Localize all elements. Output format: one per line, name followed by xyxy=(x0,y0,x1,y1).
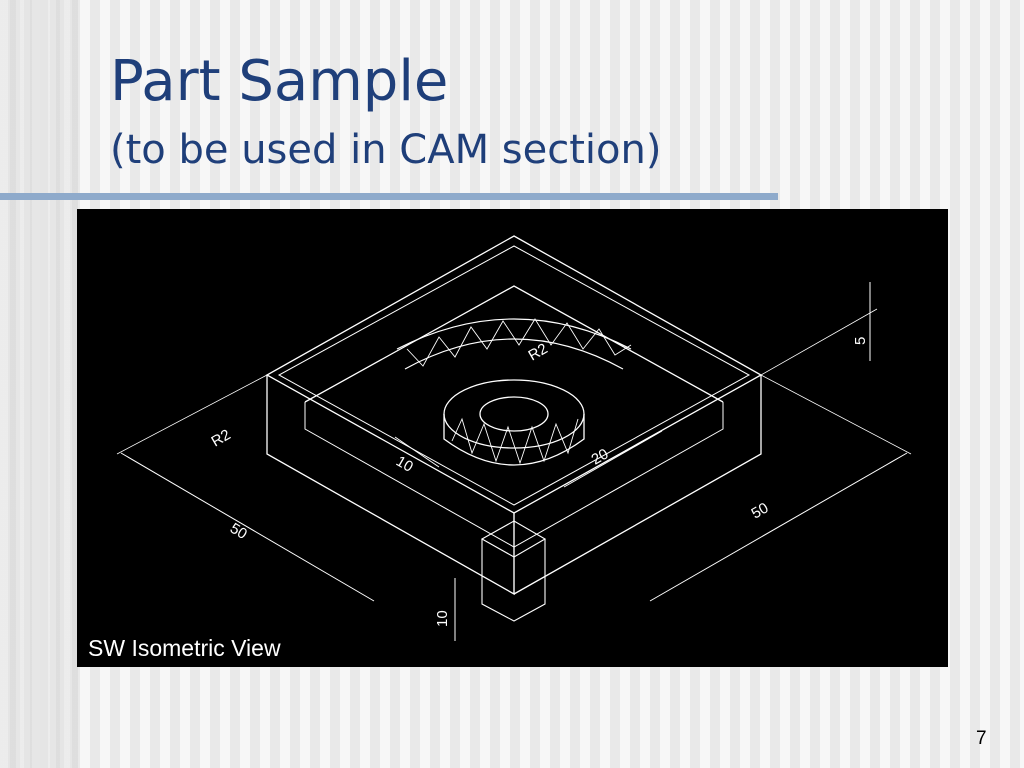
dim-10-height-label: 10 xyxy=(434,610,451,627)
view-caption: SW Isometric View xyxy=(88,635,281,661)
dim-5-depth-label: 5 xyxy=(852,337,869,345)
dim-50-right-label: 50 xyxy=(749,499,772,522)
page-number: 7 xyxy=(976,728,987,749)
boss-side-mesh xyxy=(451,417,579,465)
ext-line-a xyxy=(116,374,268,455)
corner-block-top xyxy=(480,520,547,558)
pocket-arc-mesh xyxy=(406,318,632,367)
corner-block xyxy=(481,513,546,622)
dim-50-left-label: 50 xyxy=(227,520,250,543)
pocket-arc xyxy=(396,318,632,350)
boss-side xyxy=(443,414,585,466)
ext-line-c xyxy=(760,308,878,376)
pocket-arc-lower xyxy=(404,338,624,370)
base-top-outline xyxy=(265,235,763,514)
background-band xyxy=(0,0,78,768)
r2-pocket-label: R2 xyxy=(526,340,551,364)
pocket-outline xyxy=(304,285,724,403)
cad-drawing-panel: 50 50 10 5 20 10 R2 R2 SW Isometric View xyxy=(77,209,948,667)
dim-line-20 xyxy=(563,430,663,488)
title-divider xyxy=(0,193,778,200)
base-right-face xyxy=(513,375,762,595)
dim-line-hole-10 xyxy=(394,436,440,468)
ext-line-b xyxy=(760,374,912,455)
boss-top-inner xyxy=(479,396,549,432)
base-top-rim-inner xyxy=(277,245,751,506)
dim-line-50-left xyxy=(120,452,375,602)
boss-top-outer xyxy=(443,379,585,449)
slide-title: Part Sample xyxy=(110,49,449,114)
slide-subtitle: (to be used in CAM section) xyxy=(110,127,662,173)
dim-10-hole-label: 10 xyxy=(393,453,416,476)
isometric-part-drawing: 50 50 10 5 20 10 R2 R2 xyxy=(116,235,912,641)
r2-left-label: R2 xyxy=(209,426,234,450)
dim-20-label: 20 xyxy=(589,445,612,468)
dim-line-50-right xyxy=(649,452,908,602)
